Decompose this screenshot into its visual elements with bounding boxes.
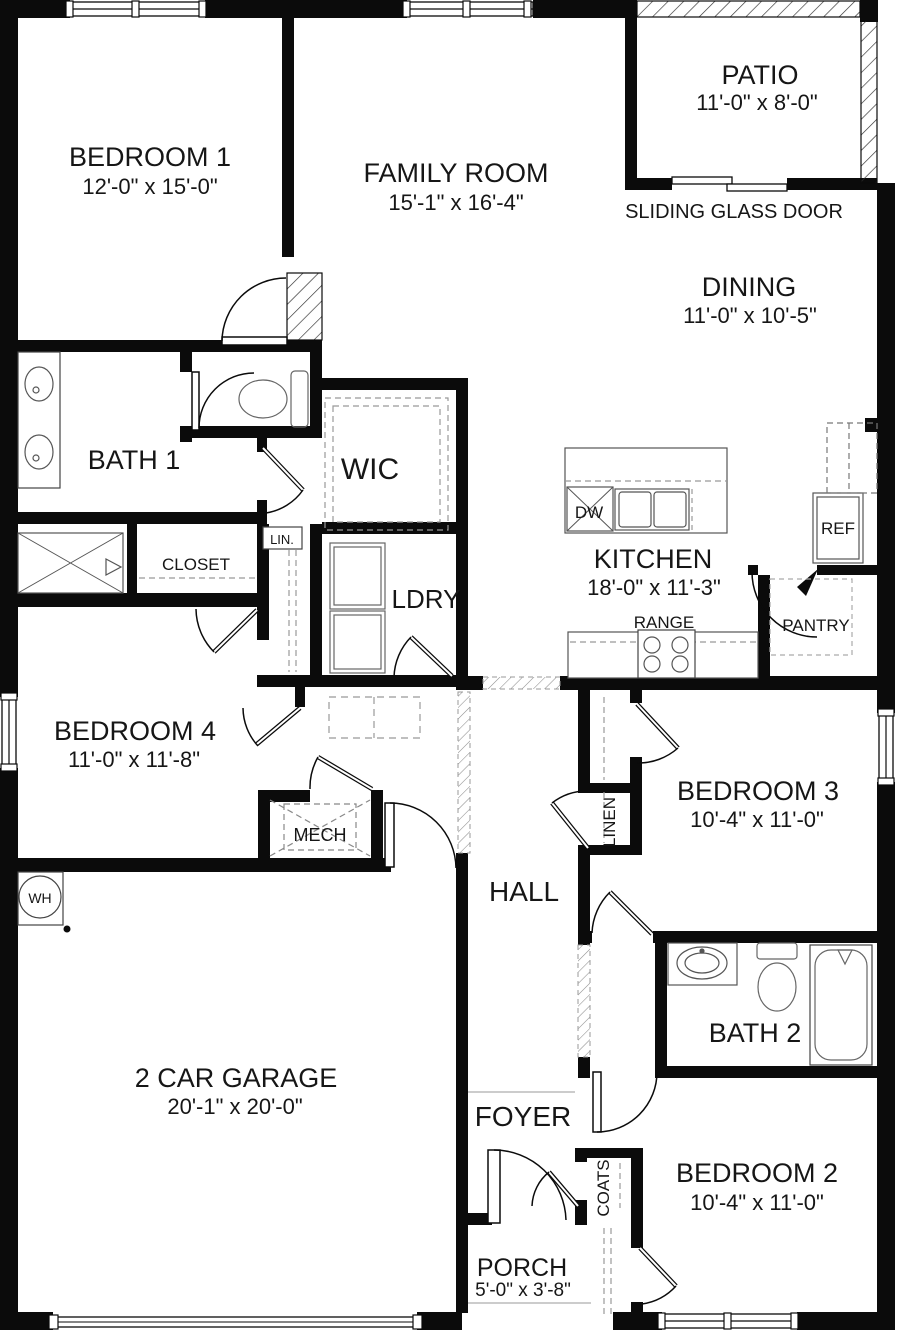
room-label-family: FAMILY ROOM — [363, 158, 548, 188]
room-dims-garage: 20'-1" x 20'-0" — [167, 1094, 302, 1119]
room-label-porch: PORCH — [477, 1254, 567, 1282]
room-dims-kitchen: 18'-0" x 11'-3" — [587, 575, 721, 600]
bath2-tub — [809, 944, 873, 1066]
window-bedroom2-bottom — [657, 1312, 799, 1330]
room-label-bath2: BATH 2 — [709, 1018, 802, 1048]
room-dims-dining: 11'-0" x 10'-5" — [683, 303, 817, 328]
room-dims-porch: 5'-0" x 3'-8" — [475, 1280, 571, 1301]
label-ref: REF — [821, 519, 855, 538]
room-label-ldry: LDRY — [392, 584, 461, 614]
room-label-bath1: BATH 1 — [88, 445, 181, 475]
room-dims-bedroom2: 10'-4" x 11'-0" — [690, 1190, 824, 1215]
range-counter — [567, 629, 759, 679]
ldry-washer-dryer — [329, 542, 386, 674]
room-label-mech: MECH — [294, 825, 347, 845]
room-label-wic: WIC — [341, 453, 399, 486]
room-label-kitchen: KITCHEN — [594, 544, 713, 574]
door-bedroom2 — [592, 1071, 658, 1133]
door-mech — [309, 755, 374, 791]
room-label-patio: PATIO — [721, 60, 798, 90]
label-range: RANGE — [634, 613, 694, 632]
doors — [191, 277, 818, 1305]
room-dims-patio: 11'-0" x 8'-0" — [696, 90, 817, 115]
floor-edges — [468, 1091, 591, 1304]
room-label-dining: DINING — [702, 272, 797, 302]
room-label-hall: HALL — [489, 876, 559, 907]
room-label-foyer: FOYER — [475, 1101, 571, 1132]
room-dims-family: 15'-1" x 16'-4" — [388, 190, 523, 215]
bath2-toilet — [756, 942, 798, 1012]
window-bedroom1-top — [65, 0, 207, 18]
room-dims-bedroom3: 10'-4" x 11'-0" — [690, 807, 824, 832]
attic-access — [328, 696, 421, 739]
room-label-closet: CLOSET — [162, 555, 230, 574]
window-family-top — [402, 0, 534, 18]
room-label-bedroom1: BEDROOM 1 — [69, 142, 231, 172]
label-wh: WH — [28, 890, 51, 906]
lin-cabinet — [288, 550, 297, 672]
door-garage-entry — [384, 802, 457, 869]
bath1-shower — [17, 532, 124, 594]
label-linen: LINEN — [600, 797, 619, 847]
garage-door — [48, 1314, 423, 1330]
door-bath1 — [195, 608, 259, 654]
label-pantry: PANTRY — [782, 616, 849, 635]
door-ldry — [393, 635, 454, 678]
label-coats: COATS — [594, 1159, 613, 1216]
bath2-vanity — [667, 942, 738, 986]
kitchen-island — [564, 447, 728, 534]
door-wic — [261, 446, 305, 514]
label-dw: DW — [575, 503, 603, 522]
door-pantry — [751, 569, 818, 638]
room-dims-bedroom4: 11'-0" x 11'-8" — [68, 747, 200, 772]
sliding-glass-door — [671, 176, 788, 192]
door-front — [487, 1149, 567, 1224]
room-label-bedroom2: BEDROOM 2 — [676, 1158, 838, 1188]
water-heater — [17, 871, 71, 933]
upper-cabinets — [826, 422, 878, 494]
fixtures — [17, 351, 878, 1316]
window-bedroom3-right — [877, 708, 895, 786]
door-bedroom1 — [221, 277, 288, 346]
bath1-toilet — [238, 370, 309, 428]
refrigerator — [812, 492, 864, 564]
door-toilet-room — [191, 371, 255, 431]
mech-platform — [269, 799, 371, 857]
window-bedroom4-left — [0, 692, 18, 772]
door-coats — [531, 1170, 580, 1208]
door-linen — [550, 790, 590, 850]
bath1-vanity — [17, 351, 61, 489]
lin-label-box — [262, 526, 303, 550]
label-sliding-glass-door: SLIDING GLASS DOOR — [625, 201, 843, 223]
door-bedroom3-closet — [635, 702, 680, 764]
room-label-garage: 2 CAR GARAGE — [135, 1063, 338, 1093]
hatched-walls — [286, 0, 878, 1058]
pantry-shelves — [769, 578, 853, 656]
label-lin: LIN. — [270, 532, 294, 547]
door-bedroom4 — [242, 706, 302, 747]
closet-rods — [603, 697, 621, 1316]
room-label-bedroom3: BEDROOM 3 — [677, 776, 839, 806]
room-label-bedroom4: BEDROOM 4 — [54, 716, 216, 746]
room-dims-bedroom1: 12'-0" x 15'-0" — [82, 174, 217, 199]
door-bedroom2-closet — [638, 1246, 678, 1305]
wic-shelving — [324, 397, 449, 531]
door-bath2 — [591, 890, 654, 936]
